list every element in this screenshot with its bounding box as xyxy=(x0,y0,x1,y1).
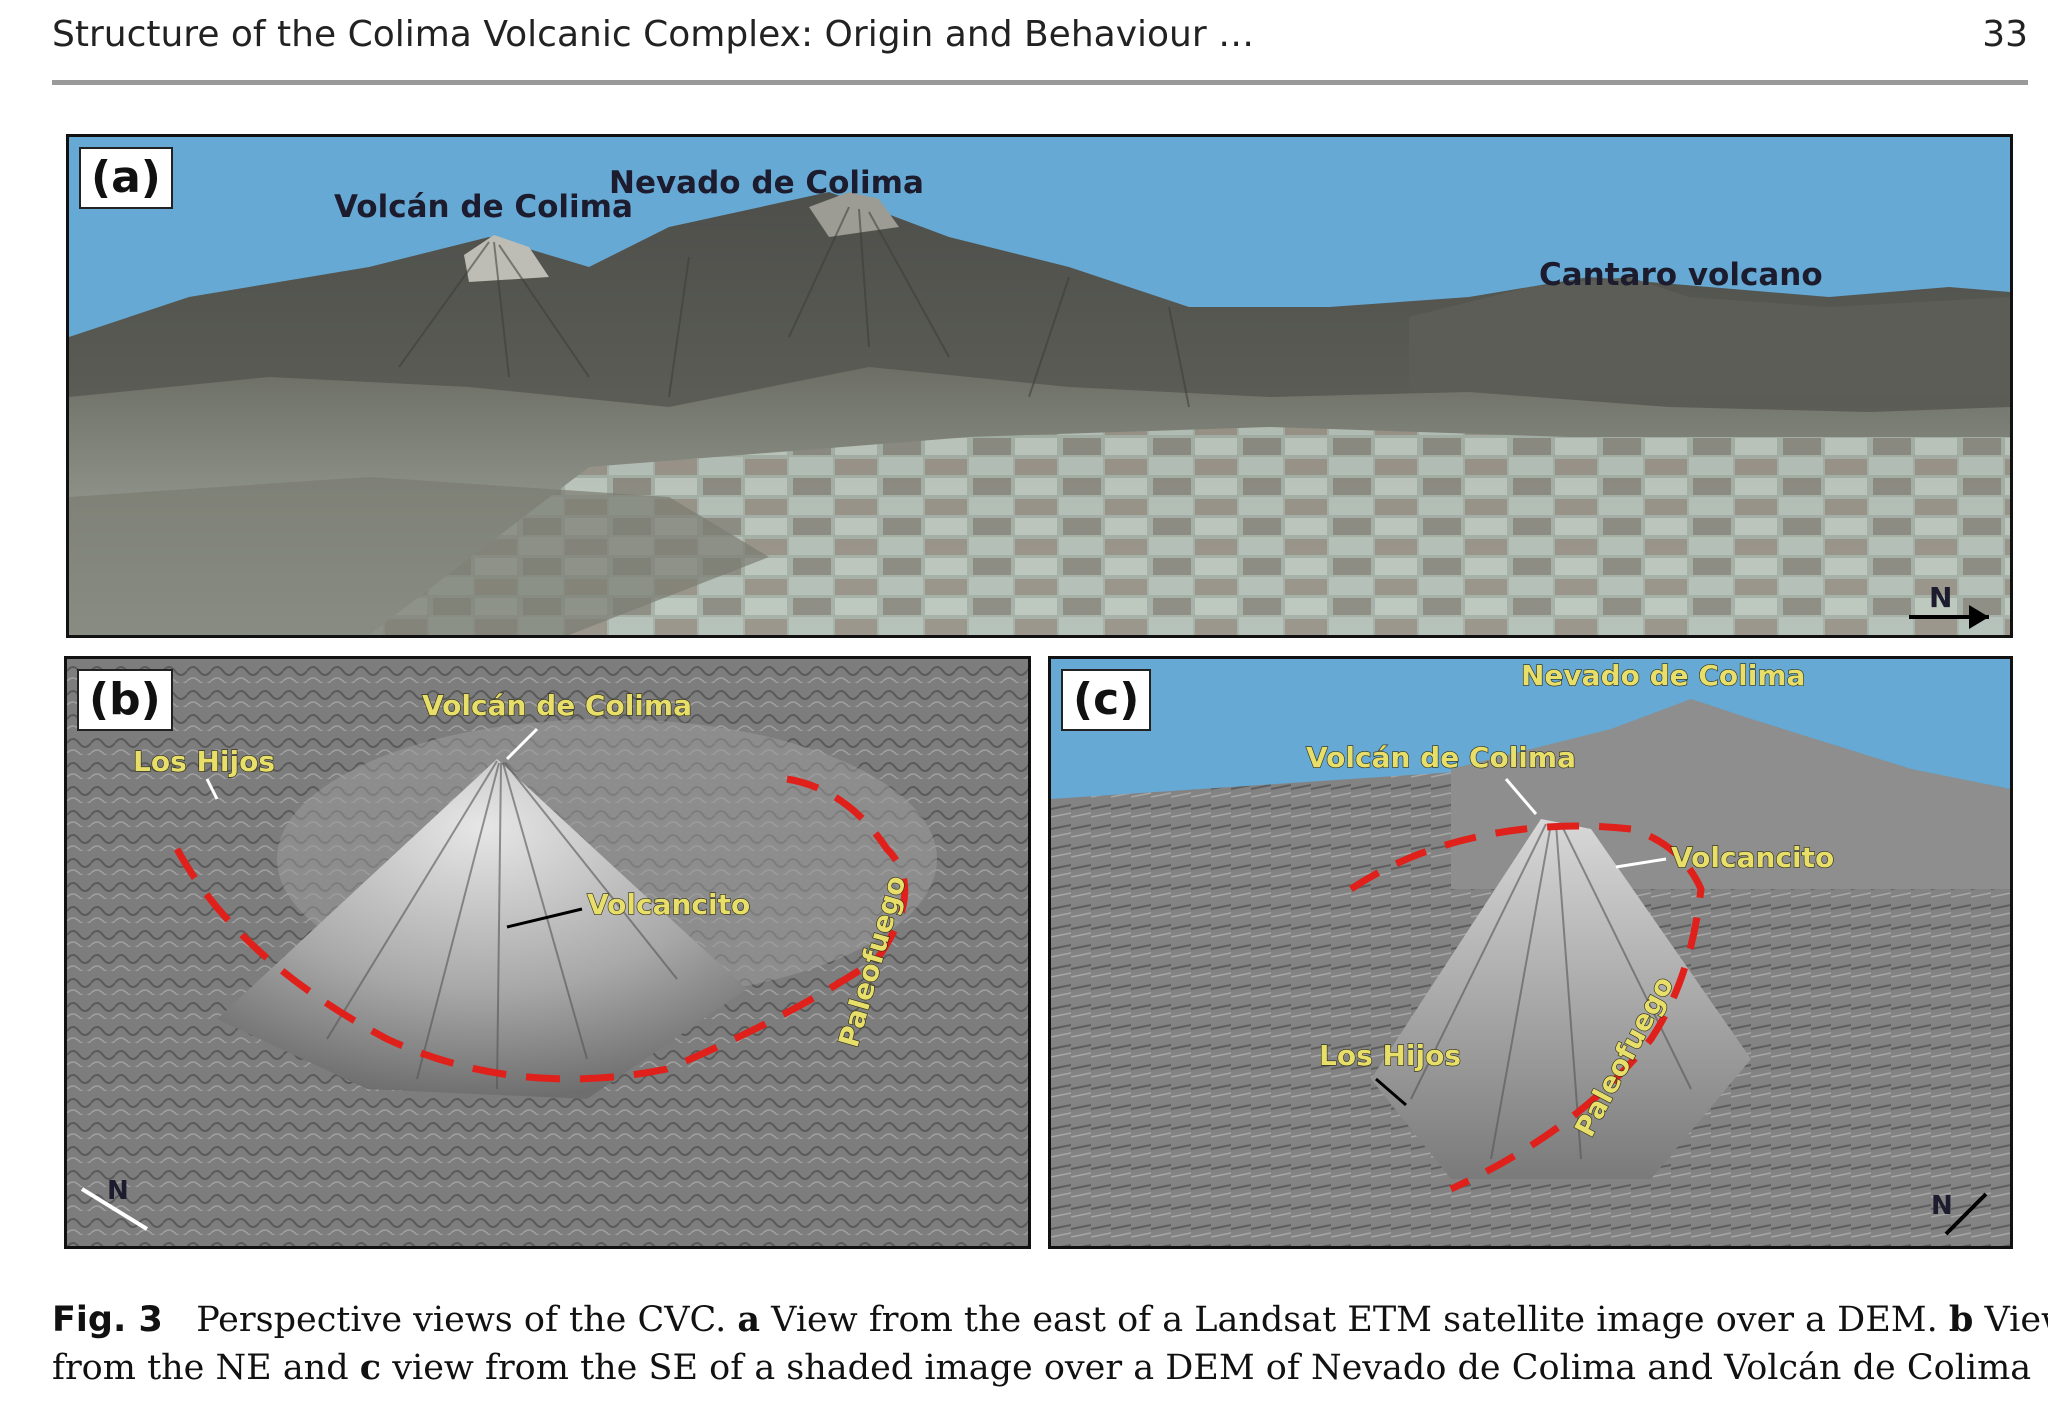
arrow-los-hijos xyxy=(205,778,219,800)
ridge-texture xyxy=(398,206,1190,408)
caption-line-2: from the NE and c view from the SE of a … xyxy=(52,1344,2032,1392)
label-volcan-de-colima: Volcán de Colima xyxy=(422,689,692,722)
label-volcan-de-colima: Volcán de Colima xyxy=(1306,741,1576,774)
arrow-volcancito xyxy=(506,907,583,929)
arrow-volcan xyxy=(1504,778,1538,815)
page-number: 33 xyxy=(1982,14,2028,55)
caption-panel-c-ref: c xyxy=(359,1347,382,1388)
north-arrow-head xyxy=(1969,605,1989,629)
caption-text-4: from the NE and xyxy=(52,1348,349,1388)
north-arrow: N xyxy=(1909,581,1989,629)
cone-gullies xyxy=(326,760,678,1090)
label-cantaro-volcano: Cantaro volcano xyxy=(1539,257,1823,293)
foreground-hills xyxy=(69,477,769,635)
arrow-los-hijos xyxy=(1375,1077,1407,1107)
label-volcancito: Volcancito xyxy=(1671,841,1834,874)
label-los-hijos: Los Hijos xyxy=(1319,1039,1461,1072)
north-arrow-label: N xyxy=(107,1176,129,1206)
caption-text-3: View xyxy=(1984,1300,2048,1340)
panel-a-image: Volcán de Colima Nevado de Colima Cantar… xyxy=(69,137,2010,635)
caldera-rim-line xyxy=(1349,822,1705,1193)
header-rule xyxy=(52,80,2028,85)
label-volcancito: Volcancito xyxy=(587,888,750,921)
running-head: Structure of the Colima Volcanic Complex… xyxy=(52,14,2028,74)
caption-panel-a-ref: a xyxy=(737,1299,761,1340)
north-arrow-shaft xyxy=(80,1187,149,1231)
caldera-rim-line xyxy=(173,775,909,1083)
arrow-volcan xyxy=(505,727,539,761)
caption-panel-b-ref: b xyxy=(1948,1299,1974,1340)
north-arrow: N xyxy=(1931,1191,1988,1236)
caption-figure-label: Fig. 3 xyxy=(52,1300,163,1340)
caption-line-1: Fig. 3 Perspective views of the CVC. a V… xyxy=(52,1296,2048,1344)
label-nevado-de-colima: Nevado de Colima xyxy=(609,165,924,201)
caption-text-5: view from the SE of a shaded image over … xyxy=(392,1348,2032,1388)
north-arrow-label: N xyxy=(1929,581,1952,614)
cone-gullies xyxy=(1410,823,1692,1160)
label-volcan-de-colima: Volcán de Colima xyxy=(334,189,633,225)
figure-panel-c: Nevado de Colima Volcán de Colima Volcan… xyxy=(1048,656,2013,1249)
figure-panel-b: Volcán de Colima Los Hijos Volcancito Pa… xyxy=(64,656,1031,1249)
caption-text-1: Perspective views of the CVC. xyxy=(196,1300,727,1340)
caption-text-2: View from the east of a Landsat ETM sate… xyxy=(771,1300,1938,1340)
panel-letter-c: (c) xyxy=(1061,669,1152,731)
figure-panel-a: Volcán de Colima Nevado de Colima Cantar… xyxy=(66,134,2013,638)
panel-c-image: Nevado de Colima Volcán de Colima Volcan… xyxy=(1051,659,2010,1246)
north-arrow-label: N xyxy=(1931,1191,1953,1221)
running-head-title: Structure of the Colima Volcanic Complex… xyxy=(52,14,1255,55)
panel-letter-b: (b) xyxy=(77,669,173,731)
panel-b-image: Volcán de Colima Los Hijos Volcancito Pa… xyxy=(67,659,1028,1246)
north-arrow-shaft xyxy=(1944,1192,1988,1236)
arrow-volcancito xyxy=(1615,857,1667,869)
cantaro-massif xyxy=(1409,277,2010,397)
label-los-hijos: Los Hijos xyxy=(133,745,275,778)
panel-letter-a: (a) xyxy=(79,147,173,209)
label-nevado-de-colima: Nevado de Colima xyxy=(1521,659,1805,692)
farm-fields xyxy=(369,427,2010,635)
figure-caption: Fig. 3 Perspective views of the CVC. a V… xyxy=(52,1296,2048,1392)
sky xyxy=(1051,659,2010,799)
volcan-cone xyxy=(1371,819,1751,1179)
north-arrow: N xyxy=(80,1176,149,1231)
